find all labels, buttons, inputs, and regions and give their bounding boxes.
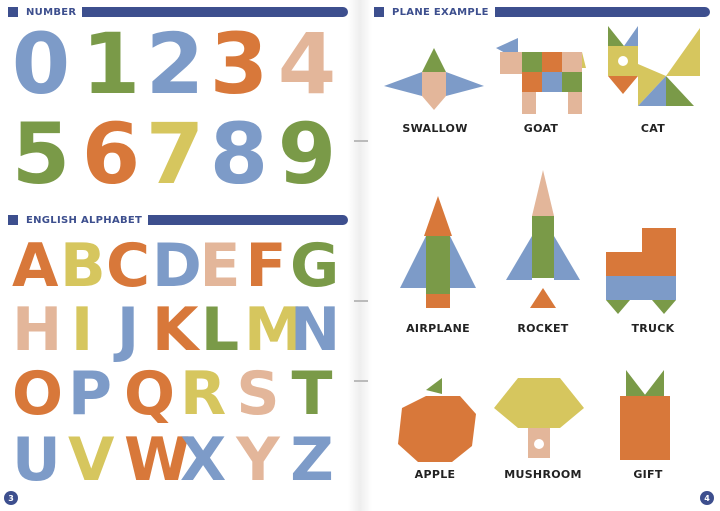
label-swallow: SWALLOW	[402, 122, 468, 135]
page-number-right: 4	[700, 491, 714, 505]
number-header-text: NUMBER	[26, 6, 77, 18]
label-mushroom: MUSHROOM	[504, 468, 582, 481]
label-cat: CAT	[640, 122, 666, 135]
number-header: NUMBER	[8, 6, 348, 18]
letter-s: S	[236, 359, 280, 429]
mushroom-figure	[494, 378, 584, 458]
letter-a: A	[12, 231, 59, 301]
page-number-left: 3	[4, 491, 18, 505]
apple-figure	[398, 378, 476, 462]
digit-5: 5	[11, 105, 71, 203]
letter-m: M	[244, 295, 304, 365]
digit-2: 2	[145, 15, 205, 113]
margin-mark	[354, 140, 368, 142]
digit-9: 9	[277, 105, 337, 203]
rocket-figure	[506, 170, 580, 308]
label-rocket: ROCKET	[517, 322, 569, 335]
truck-figure	[606, 228, 676, 314]
margin-mark	[354, 380, 368, 382]
letter-x: X	[180, 425, 227, 495]
letter-b: B	[60, 231, 106, 301]
digit-4: 4	[277, 15, 337, 113]
letter-k: K	[152, 295, 199, 365]
left-page: NUMBER 0 1 2 3 4 5 6 7 8 9 ENGLISH ALPHA…	[4, 6, 348, 505]
digit-0: 0	[11, 15, 71, 113]
letter-d: D	[152, 231, 202, 301]
margin-mark	[354, 300, 368, 302]
digit-8: 8	[209, 105, 269, 203]
letter-e: E	[199, 231, 241, 301]
gift-figure	[620, 370, 670, 460]
letter-f: F	[245, 231, 287, 301]
letter-l: L	[200, 295, 240, 365]
letter-z: Z	[290, 425, 334, 495]
letter-t: T	[291, 359, 333, 429]
goat-figure	[496, 38, 586, 114]
alphabet-header-text: ENGLISH ALPHABET	[26, 214, 143, 226]
plane-header-text: PLANE EXAMPLE	[392, 6, 489, 18]
label-apple: APPLE	[414, 468, 456, 481]
letter-o: O	[12, 359, 64, 429]
plane-header: PLANE EXAMPLE	[374, 6, 710, 18]
letter-g: G	[290, 231, 340, 301]
letter-c: C	[106, 231, 151, 301]
letter-h: H	[12, 295, 63, 365]
swallow-figure	[384, 48, 484, 110]
digit-6: 6	[81, 105, 141, 203]
letter-j: J	[116, 295, 140, 365]
label-truck: TRUCK	[631, 322, 675, 335]
letter-r: R	[180, 359, 227, 429]
letter-v: V	[68, 425, 115, 495]
letter-w: W	[124, 425, 191, 495]
alphabet-header: ENGLISH ALPHABET	[8, 214, 348, 226]
airplane-figure	[400, 196, 476, 308]
label-goat: GOAT	[523, 122, 559, 135]
book-fold	[348, 0, 372, 511]
letter-p: P	[68, 359, 112, 429]
label-gift: GIFT	[633, 468, 663, 481]
right-page: PLANE EXAMPLE SWALLOW GOAT CAT	[360, 0, 720, 511]
letter-q: Q	[124, 359, 176, 429]
digit-3: 3	[209, 15, 269, 113]
label-airplane: AIRPLANE	[406, 322, 470, 335]
letter-u: U	[12, 425, 61, 495]
letter-n: N	[290, 295, 341, 365]
letter-y: Y	[236, 425, 280, 495]
digit-1: 1	[81, 15, 141, 113]
digit-7: 7	[145, 105, 205, 203]
letter-i: I	[70, 295, 94, 365]
cat-figure	[608, 26, 700, 106]
